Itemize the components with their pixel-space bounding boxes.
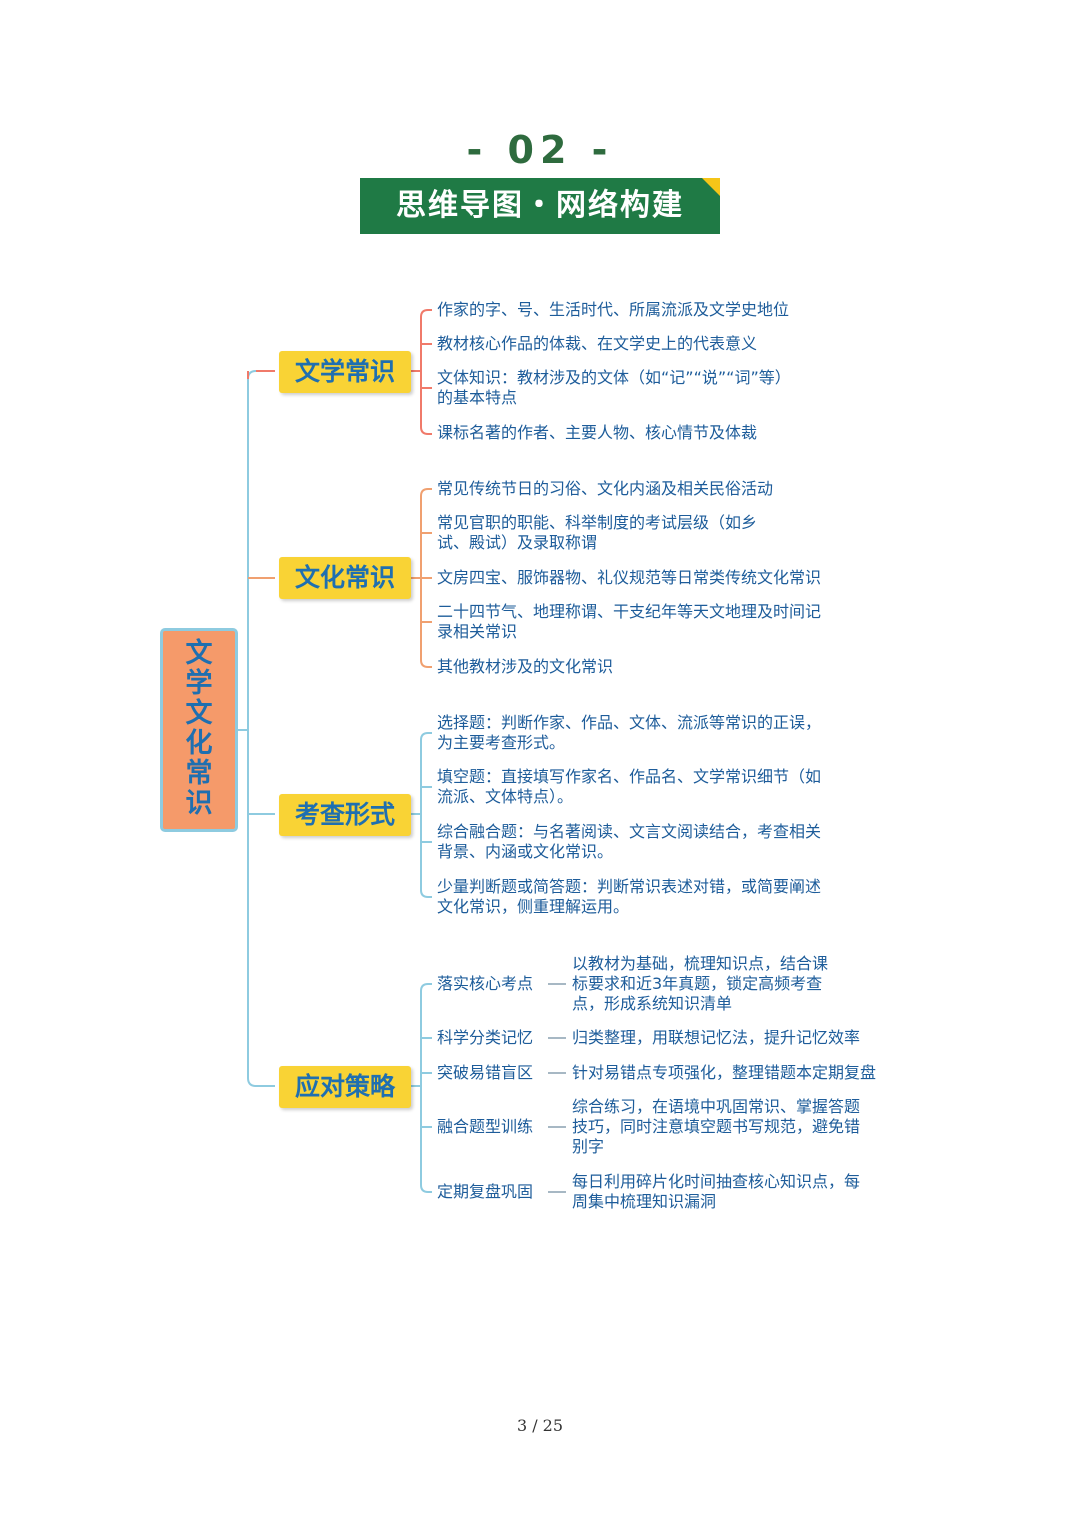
culture-item: 二十四节气、地理称谓、干支纪年等天文地理及时间记 录相关常识 xyxy=(437,602,822,641)
root-node-label: 文学文化常识 xyxy=(185,638,213,819)
strategy-detail: 综合练习，在语境中巩固常识、掌握答题 技巧，同时注意填空题书写规范，避免错 别字 xyxy=(572,1097,861,1156)
culture-item: 其他教材涉及的文化常识 xyxy=(437,657,614,676)
literature-item: 文体知识：教材涉及的文体（如“记”“说”“词”等） 的基本特点 xyxy=(437,368,791,407)
strategy-name: 定期复盘巩固 xyxy=(437,1182,534,1201)
culture-item: 常见官职的职能、科举制度的考试层级（如乡 试、殿试）及录取称谓 xyxy=(437,513,758,552)
exam-form-item: 选择题：判断作家、作品、文体、流派等常识的正误， 为主要考查形式。 xyxy=(437,713,822,752)
literature-item: 作家的字、号、生活时代、所属流派及文学史地位 xyxy=(437,300,790,319)
literature-item: 教材核心作品的体裁、在文学史上的代表意义 xyxy=(437,334,758,353)
strategy-detail: 针对易错点专项强化，整理错题本定期复盘 xyxy=(572,1063,877,1082)
strategy-name: 落实核心考点 xyxy=(437,974,534,993)
page-number: 3 / 25 xyxy=(516,1416,564,1435)
literature-item: 课标名著的作者、主要人物、核心情节及体裁 xyxy=(437,423,758,442)
strategy-name: 科学分类记忆 xyxy=(437,1028,534,1047)
exam-form-item: 填空题：直接填写作家名、作品名、文学常识细节（如 流派、文体特点）。 xyxy=(437,767,822,806)
strategy-name: 融合题型训练 xyxy=(437,1117,534,1136)
page-title: 思维导图・网络构建 xyxy=(396,188,684,223)
strategy-detail: 以教材为基础，梳理知识点，结合课 标要求和近3年真题，锁定高频考查 点，形成系统… xyxy=(572,954,829,1013)
root-node: 文学文化常识 xyxy=(160,628,238,832)
banner-corner-decoration xyxy=(702,178,720,196)
title-banner: 思维导图・网络构建 xyxy=(360,178,720,234)
category-exam-forms: 考查形式 xyxy=(279,794,411,836)
category-culture: 文化常识 xyxy=(279,557,411,599)
category-strategies: 应对策略 xyxy=(279,1066,411,1108)
strategy-name: 突破易错盲区 xyxy=(437,1063,534,1082)
category-literature: 文学常识 xyxy=(279,351,411,393)
section-number: - 02 - xyxy=(466,128,614,172)
strategy-detail: 归类整理，用联想记忆法，提升记忆效率 xyxy=(572,1028,861,1047)
culture-item: 常见传统节日的习俗、文化内涵及相关民俗活动 xyxy=(437,479,774,498)
exam-form-item: 少量判断题或简答题：判断常识表述对错，或简要阐述 文化常识，侧重理解运用。 xyxy=(437,877,822,916)
culture-item: 文房四宝、服饰器物、礼仪规范等日常类传统文化常识 xyxy=(437,568,822,587)
exam-form-item: 综合融合题：与名著阅读、文言文阅读结合，考查相关 背景、内涵或文化常识。 xyxy=(437,822,822,861)
strategy-detail: 每日利用碎片化时间抽查核心知识点，每 周集中梳理知识漏洞 xyxy=(572,1172,861,1211)
